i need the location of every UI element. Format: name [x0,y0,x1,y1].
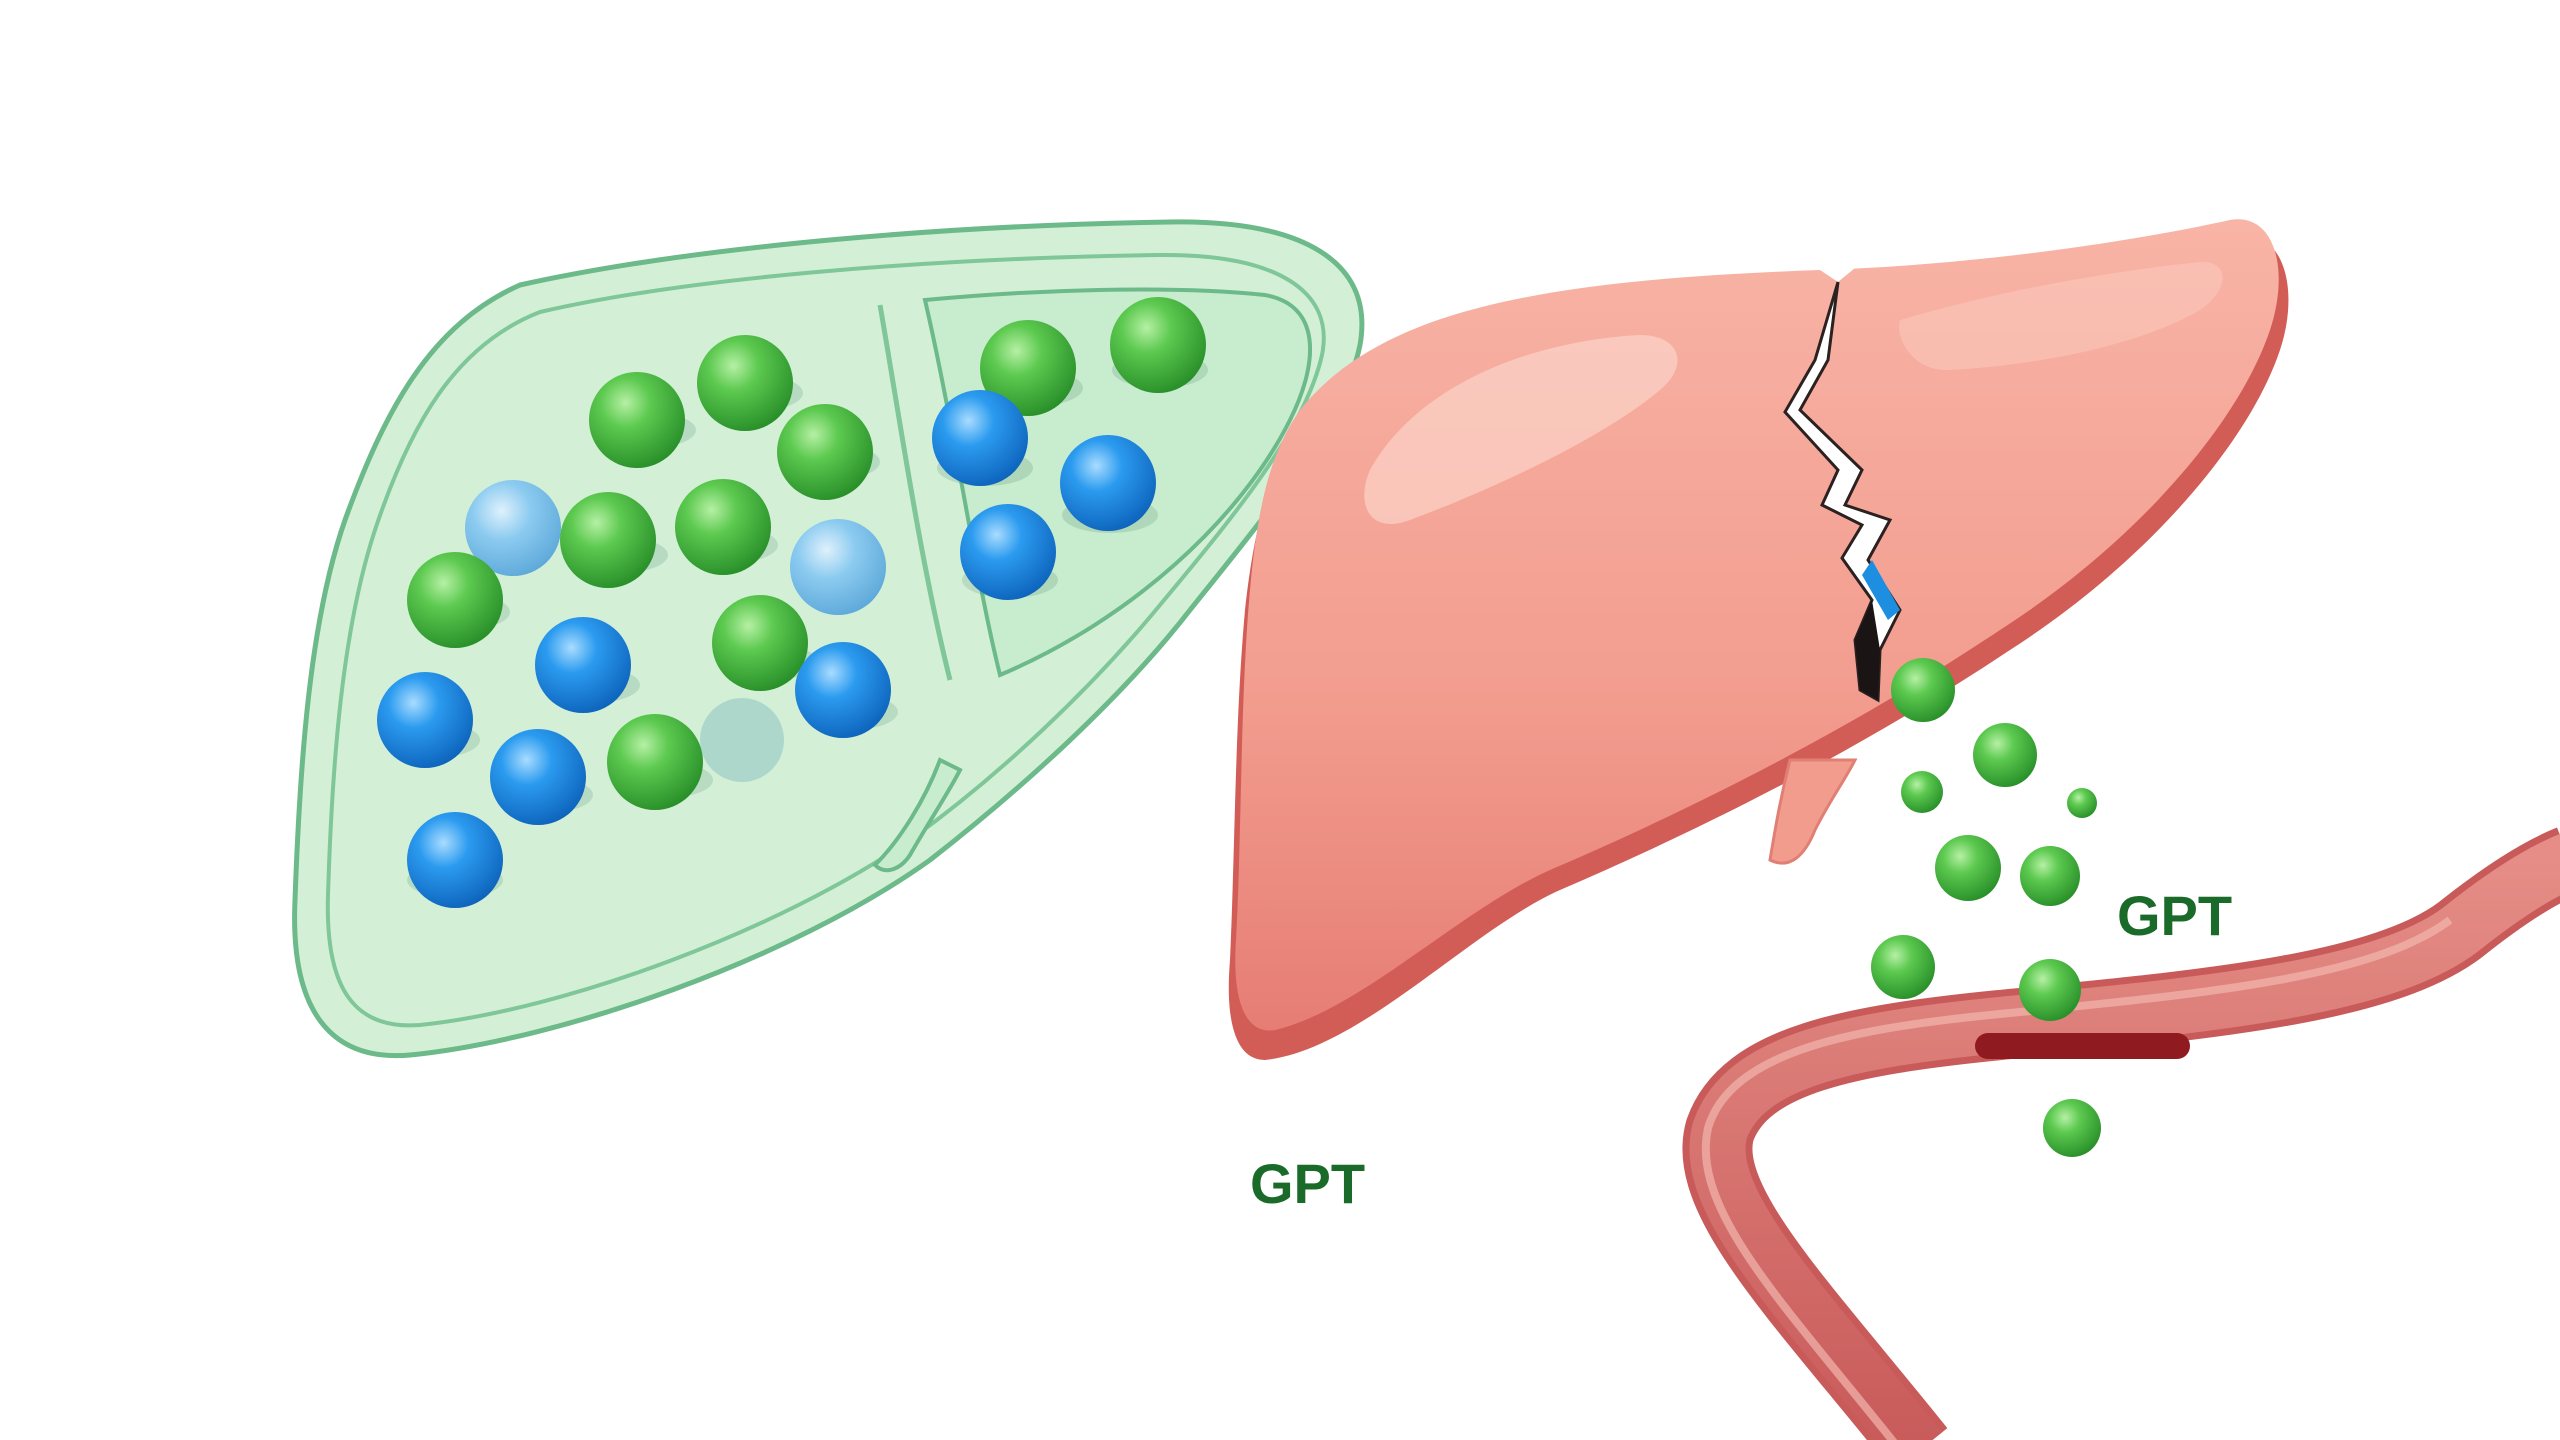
enzyme-sphere-icon [589,372,685,468]
enzyme-sphere-icon [465,480,561,576]
gpt-label-bottom: GPT [1250,1152,1365,1215]
damaged-liver-ligament [1768,758,1858,865]
blood-vessel-highlight [1701,916,2453,1440]
enzyme-sphere-icon [1973,723,2037,787]
healthy-liver-ligament [872,757,963,873]
released-enzymes [1871,658,2101,1157]
healthy-liver-enzymes [377,297,1208,908]
enzyme-sphere-icon [675,479,771,575]
enzyme-sphere-icon [790,519,886,615]
damaged-liver-right-highlight [1899,261,2223,371]
enzyme-sphere-icon [1901,771,1943,813]
enzyme-sphere-icon [980,320,1076,416]
enzyme-sphere-icon [1891,658,1955,722]
enzyme-sphere-icon [607,714,703,810]
enzyme-sphere-icon [932,390,1028,486]
enzyme-sphere-icon [2019,959,2081,1021]
blood-vessel-opening [1975,1033,2190,1059]
enzyme-sphere-icon [2020,846,2080,906]
enzyme-sphere-icon [700,698,784,782]
liver-crack-dark [1855,600,1880,700]
gpt-label-right: GPT [2117,884,2232,947]
enzyme-sphere-icon [377,672,473,768]
enzyme-sphere-icon [1871,935,1935,999]
enzyme-sphere-icon [535,617,631,713]
enzyme-sphere-icon [407,552,503,648]
enzyme-sphere-icon [1060,435,1156,531]
enzyme-sphere-icon [777,404,873,500]
enzyme-sphere-icon [490,729,586,825]
blood-vessel-icon [1682,827,2560,1440]
liver-crack-blue-edge [1862,560,1900,620]
enzyme-sphere-icon [560,492,656,588]
enzyme-sphere-icon [2043,1099,2101,1157]
damaged-liver-notch [1820,268,1855,282]
damaged-liver-highlight [1364,335,1678,524]
healthy-liver-lobe-divider [877,304,953,681]
enzyme-sphere-icon [960,504,1056,600]
enzyme-sphere-icon [2067,788,2097,818]
enzyme-sphere-icon [407,812,503,908]
enzyme-sphere-icon [795,642,891,738]
damaged-liver-icon [1228,219,2289,1061]
enzyme-sphere-icon [1110,297,1206,393]
enzyme-sphere-icon [1935,835,2001,901]
blood-vessel-inner [1689,834,2560,1440]
enzyme-sphere-icon [712,595,808,691]
enzyme-sphere-icon [697,335,793,431]
